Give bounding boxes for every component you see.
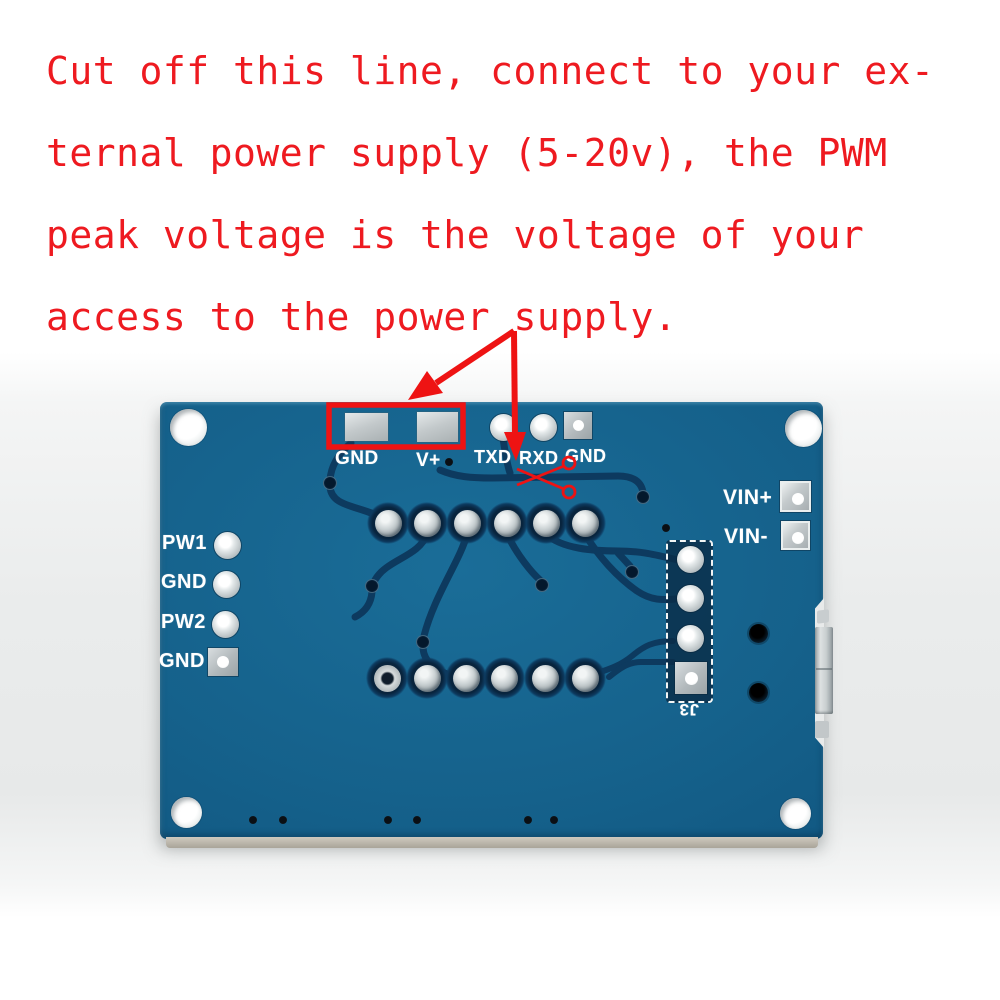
pad-label-rxd: RXD — [519, 448, 559, 468]
caption-line-1: Cut off this line, connect to your ex- — [46, 49, 935, 93]
solder-joint — [490, 664, 518, 692]
mount-hole — [170, 796, 202, 828]
via — [625, 565, 639, 579]
via — [323, 476, 337, 490]
solder-joint — [571, 509, 599, 537]
round-pad — [529, 413, 557, 441]
pad-label-gnd-top2: GND — [565, 446, 607, 466]
mount-hole — [169, 408, 207, 446]
micro-usb-tab-bottom — [815, 721, 829, 738]
caption-line-4: access to the power supply. — [46, 295, 678, 339]
pad-hole — [792, 532, 804, 544]
small-hole — [550, 816, 558, 824]
round-pad — [489, 413, 517, 441]
drill-hole — [748, 623, 768, 643]
pin-label-gnd-l2: GND — [159, 650, 205, 672]
solder-joint — [413, 509, 441, 537]
pin-label-pw1: PW1 — [162, 532, 207, 554]
caption-line-3: peak voltage is the voltage of your — [46, 213, 865, 257]
small-hole — [249, 816, 257, 824]
pad-label-vin-plus: VIN+ — [723, 486, 773, 509]
mount-hole — [779, 797, 811, 829]
solder-joint — [493, 509, 521, 537]
smd-pad-gnd — [345, 413, 388, 441]
pad-hole — [573, 420, 584, 431]
round-pad — [211, 610, 239, 638]
via — [535, 578, 549, 592]
small-hole — [524, 816, 532, 824]
small-hole — [413, 816, 421, 824]
vin-plus-pad — [780, 481, 811, 512]
micro-usb-seam — [816, 668, 832, 670]
solder-joint — [452, 664, 480, 692]
micro-usb-connector — [815, 627, 833, 714]
small-hole — [384, 816, 392, 824]
pad-hole — [792, 493, 804, 505]
small-hole — [445, 458, 453, 466]
drill-hole — [748, 682, 768, 702]
solder-joint — [532, 509, 560, 537]
open-through-hole — [373, 664, 401, 692]
round-pad — [212, 570, 240, 598]
small-hole — [279, 816, 287, 824]
annotation-caption: Cut off this line, connect to your ex- t… — [46, 30, 986, 358]
pin-label-pw2: PW2 — [161, 611, 206, 633]
pcb-bottom-edge — [166, 837, 818, 848]
square-pad-gnd-left — [208, 648, 238, 676]
pad-label-vin-minus: VIN- — [724, 525, 768, 548]
solder-joint — [453, 509, 481, 537]
pad-hole — [685, 672, 698, 685]
mount-hole — [784, 409, 822, 447]
small-hole — [662, 524, 670, 532]
caption-line-2: ternal power supply (5-20v), the PWM — [46, 131, 888, 175]
solder-joint — [571, 664, 599, 692]
solder-joint — [413, 664, 441, 692]
smd-pad-vplus — [417, 412, 458, 442]
via — [636, 490, 650, 504]
pad-hole — [217, 656, 229, 668]
pad-label-vplus: V+ — [416, 450, 441, 471]
round-pad — [213, 531, 241, 559]
vin-minus-pad — [781, 521, 810, 550]
j3-connector-label: J3 — [679, 700, 699, 719]
solder-joint — [374, 509, 402, 537]
pad-label-txd: TXD — [474, 447, 512, 467]
round-pad — [676, 624, 704, 652]
solder-joint — [531, 664, 559, 692]
round-pad — [676, 545, 704, 573]
via — [365, 579, 379, 593]
pin-label-gnd-l1: GND — [161, 571, 207, 593]
square-pad-j3 — [675, 662, 707, 694]
square-pad-gnd-top — [564, 412, 592, 439]
pad-label-gnd-top: GND — [335, 448, 379, 469]
micro-usb-tab-top — [817, 609, 829, 624]
via — [416, 635, 430, 649]
round-pad — [676, 584, 704, 612]
